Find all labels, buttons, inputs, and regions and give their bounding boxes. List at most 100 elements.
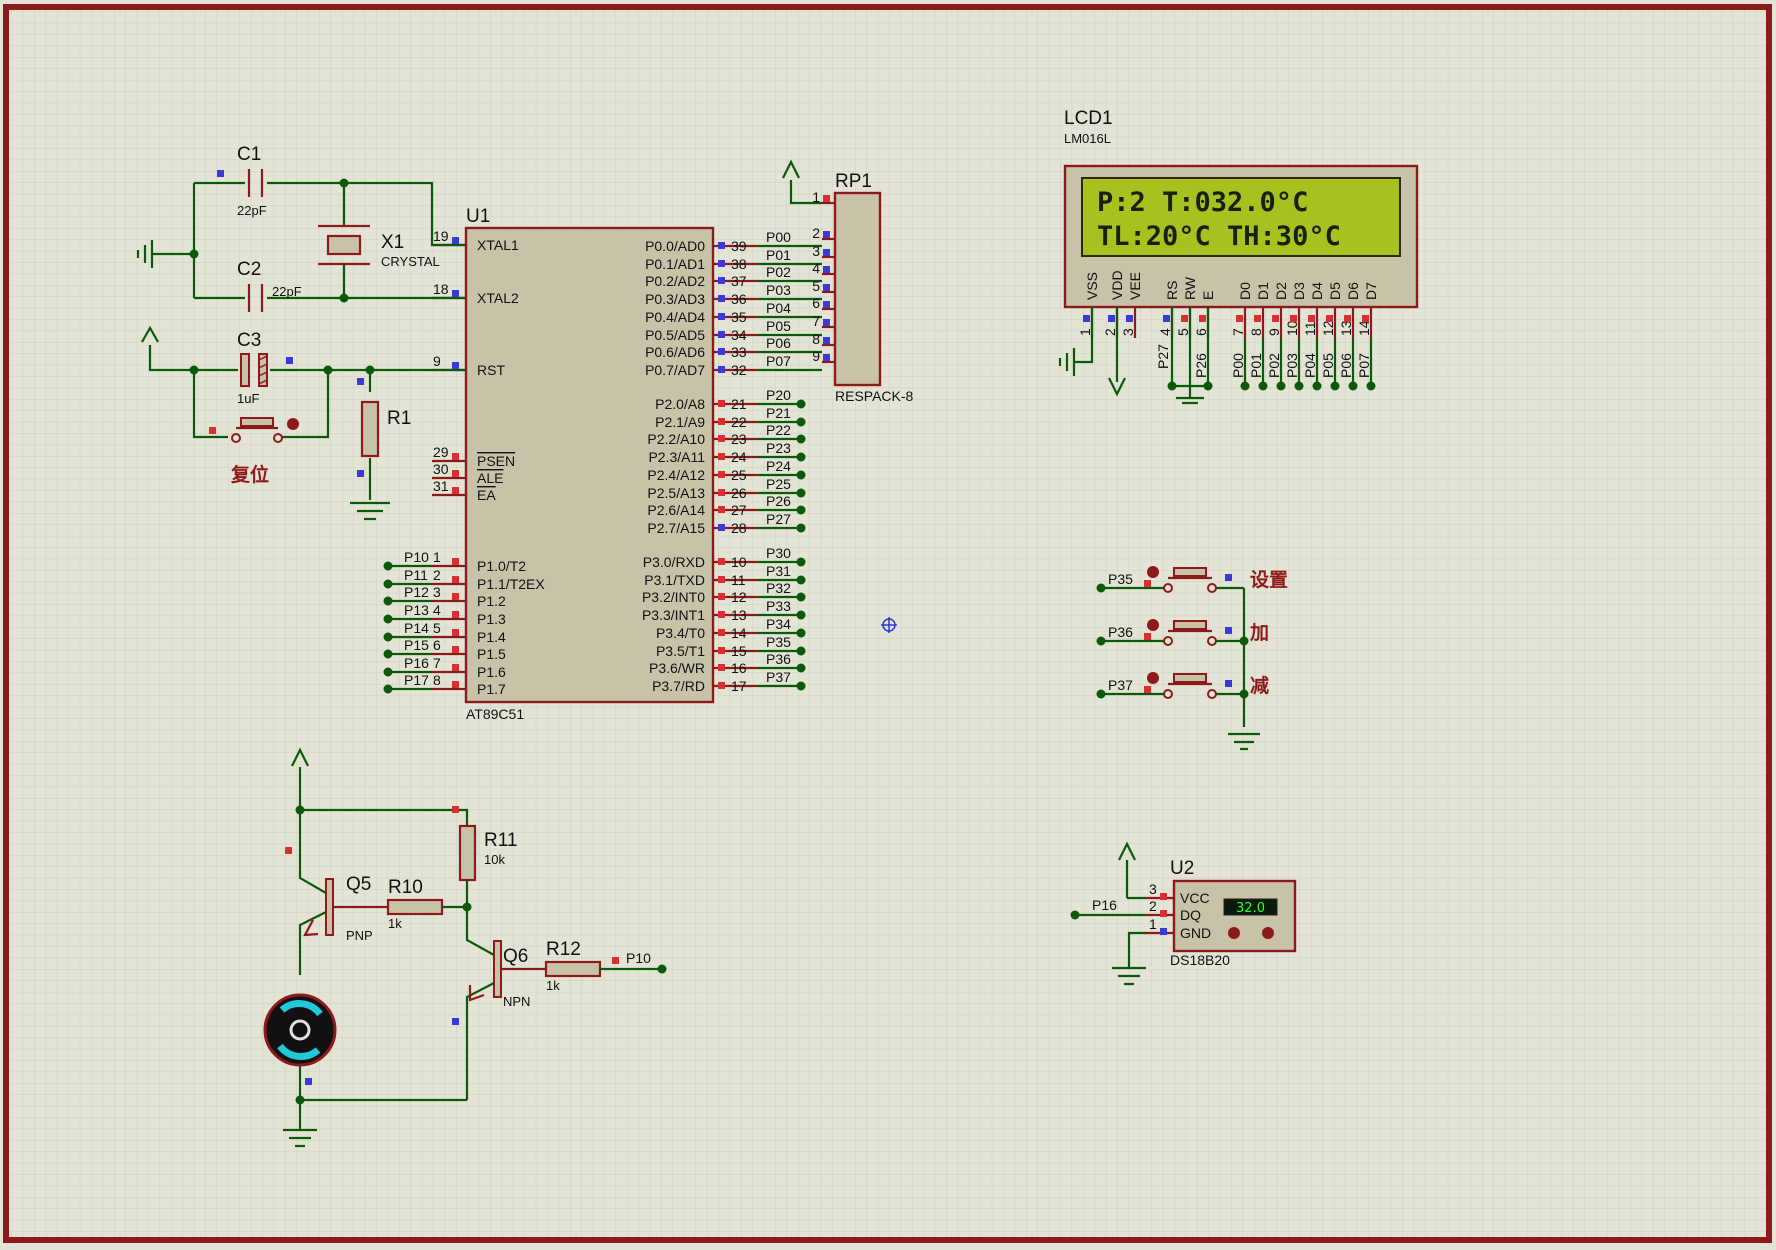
lcd-net-P26: P26: [1193, 353, 1209, 378]
lcd-net-P07: P07: [1356, 353, 1372, 378]
mcu-pin-30-num: 30: [433, 461, 449, 477]
motor-driver[interactable]: Q5 PNP R10 1k R11 10k Q6 NPN R12 1k P10: [263, 747, 667, 1148]
r12-ref: R12: [546, 939, 581, 960]
mcu-pin-23-num: 23: [731, 431, 747, 447]
mcu-pin-36-name: P0.3/AD3: [645, 291, 705, 307]
mcu-pin-25-num: 25: [731, 467, 747, 483]
x1-value: CRYSTAL: [381, 254, 440, 269]
lcd-pin-name-rw: RW: [1182, 276, 1198, 300]
net-label-P33: P33: [766, 598, 791, 614]
sheet-border: [3, 4, 1772, 1243]
q5-type: PNP: [346, 928, 373, 943]
button-p36-label: 加: [1249, 622, 1269, 644]
net-label-P25: P25: [766, 476, 791, 492]
lcd-pin-num-1: 1: [1077, 328, 1093, 336]
r1-ref: R1: [387, 408, 411, 429]
net-label-P16: P16: [404, 655, 429, 671]
q5-ref: Q5: [346, 874, 371, 895]
mcu-pin-24-name: P2.3/A11: [648, 449, 705, 465]
net-label-P17: P17: [404, 672, 429, 688]
mcu-pin-2-num: 2: [433, 567, 441, 583]
mcu-pin-37-name: P0.2/AD2: [645, 273, 705, 289]
lcd-ref: LCD1: [1064, 108, 1113, 129]
mcu-pin-10-name: P3.0/RXD: [643, 554, 705, 570]
mcu-pin-21-name: P2.0/A8: [655, 396, 705, 412]
c2-ref: C2: [237, 259, 261, 280]
net-label-P05: P05: [766, 318, 791, 334]
net-label-P26: P26: [766, 493, 791, 509]
mcu-pin-16-name: P3.6/WR: [649, 660, 705, 676]
x1-ref: X1: [381, 232, 404, 253]
crystal-circuit[interactable]: C1 22pF C2 22pF X1 CRYSTAL: [136, 144, 466, 312]
rp1-pin-8: 8: [812, 331, 820, 347]
mcu-pin-30-name: ALE: [477, 470, 503, 486]
mcu-pin-35-name: P0.4/AD4: [645, 309, 705, 325]
net-label-P21: P21: [766, 405, 791, 421]
net-label-P00: P00: [766, 229, 791, 245]
sensor-reading: 32.0: [1236, 901, 1265, 916]
mcu-pin-39-num: 39: [731, 238, 747, 254]
lcd-pin-num-12: 12: [1320, 320, 1336, 336]
mcu-at89c51[interactable]: U1 AT89C51 XTAL119XTAL218RST9PSEN29ALE30…: [383, 206, 823, 722]
sensor-pin-vcc: VCC: [1180, 890, 1210, 906]
net-label-P12: P12: [404, 584, 429, 600]
mcu-pin-34-num: 34: [731, 327, 747, 343]
lcd-net-P05: P05: [1320, 353, 1336, 378]
lcd-pin-name-d4: D4: [1309, 282, 1325, 300]
mcu-pin-1-num: 1: [433, 549, 441, 565]
lcd-pin-name-d0: D0: [1237, 282, 1253, 300]
mcu-pin-7-name: P1.6: [477, 664, 506, 680]
mcu-pin-25-name: P2.4/A12: [647, 467, 705, 483]
sensor-pin-1-num: 1: [1149, 916, 1157, 932]
lcd-net-P27: P27: [1155, 344, 1171, 369]
mcu-pin-11-num: 11: [731, 572, 746, 588]
rp1-pin-4: 4: [812, 260, 820, 276]
mcu-pin-28-num: 28: [731, 520, 747, 536]
lcd-pin-num-3: 3: [1120, 328, 1136, 336]
sensor-ds18b20[interactable]: U2 DS18B20 32.0 VCC DQ GND 3 2 1 P16: [1070, 841, 1297, 986]
mcu-pin-15-name: P3.5/T1: [656, 643, 705, 659]
mcu-pin-15-num: 15: [731, 643, 747, 659]
r11-value: 10k: [484, 852, 505, 867]
lcd-pin-name-d7: D7: [1363, 282, 1379, 300]
mcu-pin-22-name: P2.1/A9: [655, 414, 705, 430]
mcu-pin-38-num: 38: [731, 256, 747, 272]
q6-type: NPN: [503, 994, 530, 1009]
lcd-lm016l[interactable]: LCD1 LM016L P:2 T:032.0°C TL:20°C TH:30°…: [1058, 108, 1419, 405]
mcu-pin-39-name: P0.0/AD0: [645, 238, 705, 254]
lcd-pin-name-d6: D6: [1345, 282, 1361, 300]
net-label-P10: P10: [404, 549, 429, 565]
mcu-pin-3-name: P1.2: [477, 593, 506, 609]
lcd-net-P00: P00: [1230, 353, 1246, 378]
mcu-pin-26-name: P2.5/A13: [647, 485, 705, 501]
mcu-pin-5-num: 5: [433, 620, 441, 636]
mcu-pin-29-num: 29: [433, 444, 449, 460]
mcu-pin-6-name: P1.5: [477, 646, 506, 662]
rp1-pin-7: 7: [812, 313, 820, 329]
mcu-pin-22-num: 22: [731, 414, 747, 430]
net-label-P04: P04: [766, 300, 791, 316]
mcu-pin-38-name: P0.1/AD1: [645, 256, 705, 272]
net-label-P23: P23: [766, 440, 791, 456]
mcu-pin-32-name: P0.7/AD7: [645, 362, 705, 378]
reset-circuit[interactable]: C3 1uF 复位 R1: [141, 325, 466, 521]
net-label-P31: P31: [766, 563, 791, 579]
c3-ref: C3: [237, 330, 261, 351]
net-label-P32: P32: [766, 580, 791, 596]
mcu-pin-28-name: P2.7/A15: [647, 520, 705, 536]
lcd-net-P06: P06: [1338, 353, 1354, 378]
mcu-pin-36-num: 36: [731, 291, 747, 307]
lcd-net-P01: P01: [1248, 353, 1264, 378]
mcu-part: AT89C51: [466, 706, 524, 722]
mcu-pin-9-name: RST: [477, 362, 505, 378]
mcu-pin-11-name: P3.1/TXD: [644, 572, 705, 588]
lcd-pin-num-10: 10: [1284, 320, 1300, 336]
q6-ref: Q6: [503, 946, 528, 967]
net-label-P13: P13: [404, 602, 429, 618]
